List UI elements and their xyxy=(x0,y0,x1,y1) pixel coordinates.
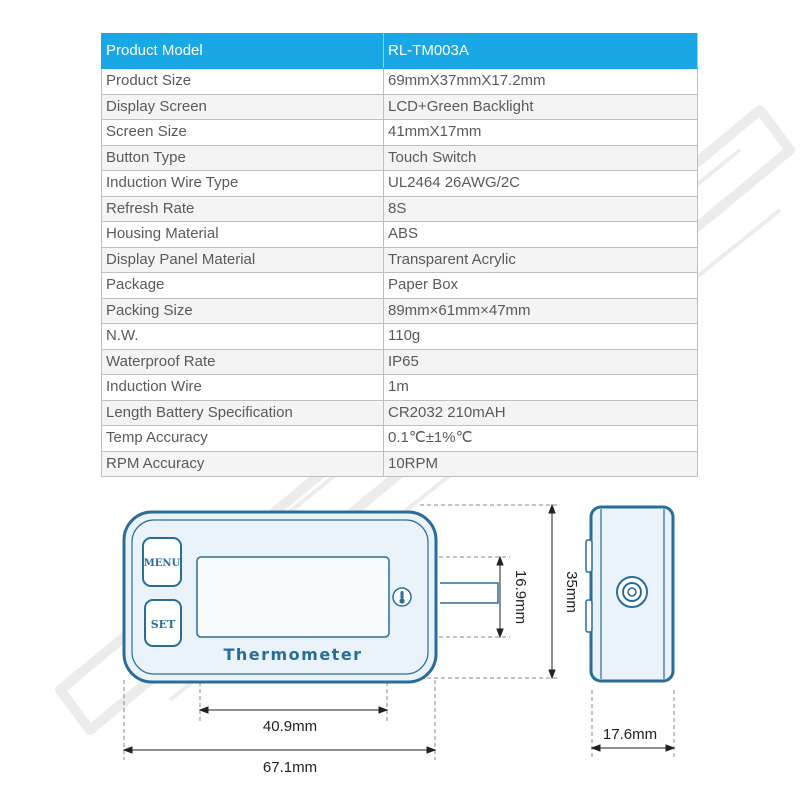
spec-row: N.W.110g xyxy=(101,323,698,350)
dim-screen-height: 16.9mm xyxy=(512,570,529,624)
spec-value: 0.1℃±1%℃ xyxy=(383,425,698,452)
spec-value: Touch Switch xyxy=(383,144,698,171)
spec-value: LCD+Green Backlight xyxy=(383,93,698,120)
set-button-label: SET xyxy=(151,618,176,631)
spec-label: Display Screen xyxy=(101,93,384,120)
spec-value: 69mmX37mmX17.2mm xyxy=(383,68,698,95)
spec-label: Button Type xyxy=(101,144,384,171)
spec-value: Transparent Acrylic xyxy=(383,246,698,273)
spec-label: Temp Accuracy xyxy=(101,425,384,452)
spec-value: UL2464 26AWG/2C xyxy=(383,170,698,197)
dim-screen-width: 40.9mm xyxy=(263,718,317,735)
dim-total-height: 35mm xyxy=(563,571,580,613)
thermometer-icon xyxy=(392,587,412,607)
spec-label: Housing Material xyxy=(101,221,384,248)
spec-value: 1m xyxy=(383,374,698,401)
cable-port-icon xyxy=(616,576,648,608)
spec-label: Induction Wire Type xyxy=(101,170,384,197)
spec-value: CR2032 210mAH xyxy=(383,399,698,426)
spec-label: Display Panel Material xyxy=(101,246,384,273)
spec-label: Refresh Rate xyxy=(101,195,384,222)
spec-label: Waterproof Rate xyxy=(101,348,384,375)
spec-header-row: Product Model RL-TM003A xyxy=(101,33,698,69)
device-front-view: MENU SET Thermometer xyxy=(122,510,438,684)
spec-value: 41mmX17mm xyxy=(383,119,698,146)
spec-value: ABS xyxy=(383,221,698,248)
menu-button: MENU xyxy=(142,537,182,587)
spec-label: Package xyxy=(101,272,384,299)
spec-label: Screen Size xyxy=(101,119,384,146)
extension-lines xyxy=(123,504,675,760)
device-label: Thermometer xyxy=(223,645,362,664)
dimension-lines xyxy=(122,503,676,754)
spec-label: Length Battery Specification xyxy=(101,399,384,426)
spec-value: 110g xyxy=(383,323,698,350)
spec-label: Induction Wire xyxy=(101,374,384,401)
menu-button-label: MENU xyxy=(144,558,181,569)
dim-total-width: 67.1mm xyxy=(263,759,317,776)
spec-value: 10RPM xyxy=(383,450,698,477)
spec-value: 8S xyxy=(383,195,698,222)
spec-header-value: RL-TM003A xyxy=(383,33,698,69)
spec-label: Packing Size xyxy=(101,297,384,324)
cable-front xyxy=(440,582,499,604)
spec-value: 89mm×61mm×47mm xyxy=(383,297,698,324)
device-side-view xyxy=(585,505,675,683)
spec-label: N.W. xyxy=(101,323,384,350)
dim-depth: 17.6mm xyxy=(603,726,657,743)
spec-value: Paper Box xyxy=(383,272,698,299)
dimension-diagram: 40.9mm 67.1mm 16.9mm 35mm 17.6mm MENU SE… xyxy=(122,503,676,776)
spec-label: RPM Accuracy xyxy=(101,450,384,477)
set-button: SET xyxy=(144,599,182,647)
spec-label: Product Size xyxy=(101,68,384,95)
spec-header-label: Product Model xyxy=(101,33,384,69)
spec-value: IP65 xyxy=(383,348,698,375)
